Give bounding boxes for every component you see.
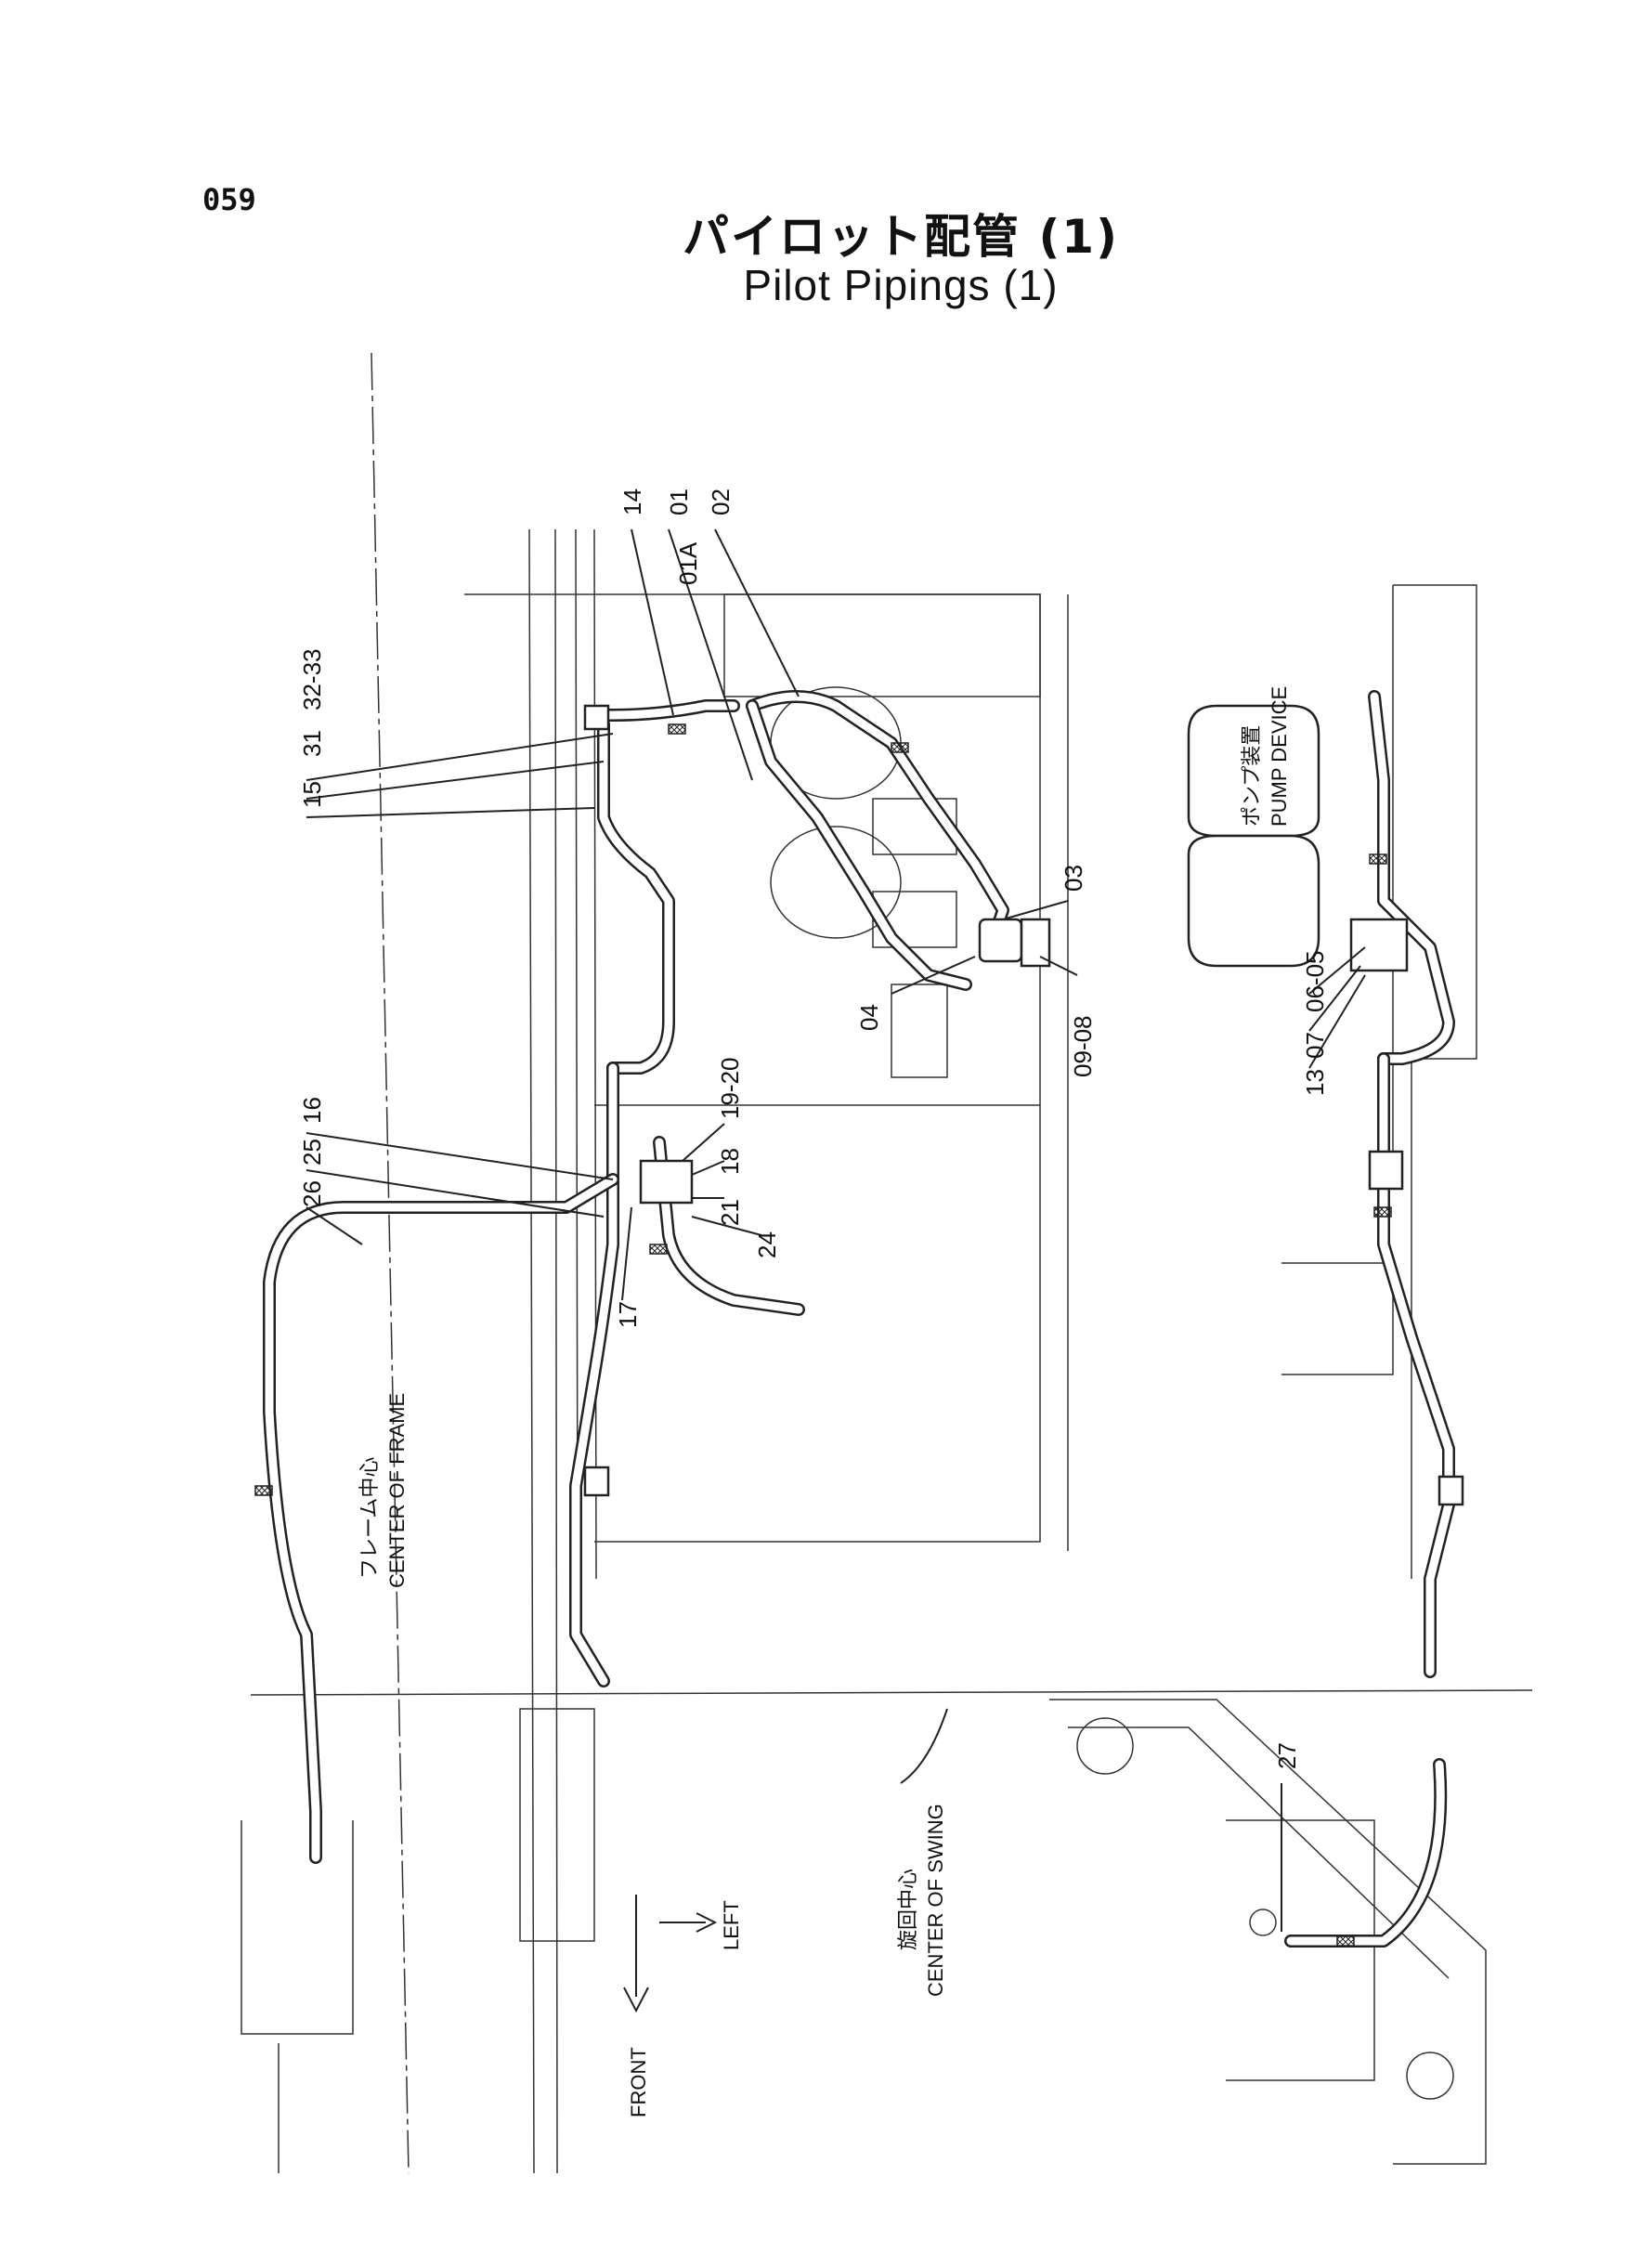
center-of-swing-en-label: CENTER OF SWING: [924, 1804, 947, 1997]
callout-26: 26: [298, 1180, 326, 1207]
callout-leaders: [306, 528, 1366, 1932]
center-of-frame-en-label: CENTER OF FRAME: [385, 1393, 409, 1588]
callout-31: 31: [298, 730, 326, 757]
swing-bearing-detail: [1076, 1717, 1454, 2100]
callout-18: 18: [716, 1148, 744, 1175]
center-of-swing-line: [250, 1689, 1533, 1696]
pump-device-en-label: PUMP DEVICE: [1268, 686, 1291, 827]
callout-16: 16: [298, 1097, 326, 1124]
direction-arrows: FRONT LEFT: [623, 1895, 743, 2117]
callout-07: 07: [1301, 1032, 1329, 1059]
callout-24: 24: [753, 1231, 781, 1258]
page-title-japanese: パイロット配管 (1): [683, 210, 1119, 264]
left-label: LEFT: [720, 1900, 743, 1950]
pump-device: ポンプ装置 PUMP DEVICE: [1187, 686, 1320, 968]
callout-21: 21: [716, 1199, 744, 1226]
callout-25: 25: [298, 1139, 326, 1166]
center-of-swing-jp-label: 旋回中心: [896, 1869, 919, 1950]
callout-03: 03: [1060, 865, 1087, 892]
front-label: FRONT: [627, 2047, 650, 2117]
callout-15: 15: [298, 781, 326, 808]
callout-17: 17: [614, 1301, 642, 1328]
center-of-frame-jp-label: フレーム中心: [358, 1457, 381, 1579]
callout-13: 13: [1301, 1069, 1329, 1096]
callout-labels: 14 01 01A 02 32-33 31 15 03 04 09-08 19-…: [298, 489, 1329, 1769]
callout-02: 02: [707, 489, 735, 515]
callout-04: 04: [855, 1004, 883, 1031]
callout-27: 27: [1273, 1742, 1301, 1769]
page-title-english: Pilot Pipings (1): [743, 261, 1059, 309]
callout-01a: 01A: [674, 541, 702, 585]
callout-14: 14: [618, 489, 646, 515]
center-of-frame-line: [371, 352, 410, 2174]
page-number: 059: [202, 182, 256, 217]
callout-32-33: 32-33: [298, 649, 326, 711]
pump-device-jp-label: ポンプ装置: [1240, 725, 1263, 827]
callout-01: 01: [665, 489, 693, 515]
callout-06-05: 06-05: [1301, 951, 1329, 1013]
callout-19-20: 19-20: [716, 1058, 744, 1120]
fittings: [254, 704, 1464, 1947]
callout-09-08: 09-08: [1069, 1016, 1097, 1078]
